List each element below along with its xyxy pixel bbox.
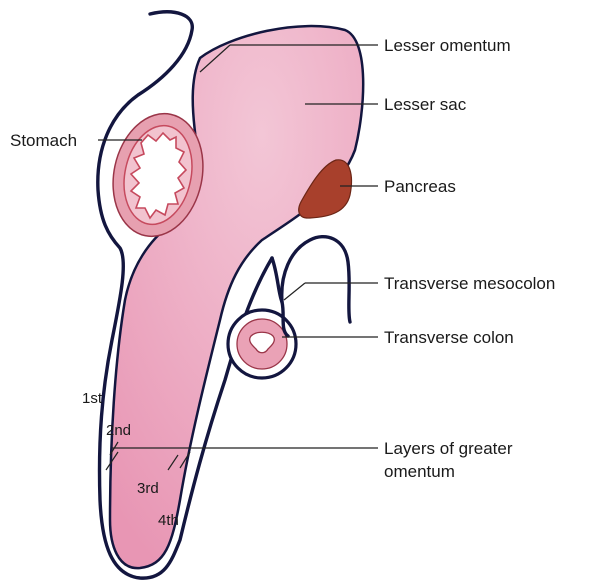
leader-mesocolon-diag [284, 283, 305, 300]
peritoneum-posterior-line [282, 237, 350, 322]
layer-label-4: 4th [158, 512, 179, 529]
label-lesser-sac: Lesser sac [384, 95, 467, 114]
layer-label-3: 3rd [137, 480, 159, 497]
label-lesser-omentum: Lesser omentum [384, 36, 511, 55]
label-greater-omentum-line1: Layers of greater [384, 439, 513, 458]
label-transverse-colon: Transverse colon [384, 328, 514, 347]
label-stomach: Stomach [10, 131, 77, 150]
layer-label-1: 1st [82, 390, 103, 407]
label-greater-omentum-line2: omentum [384, 462, 455, 481]
layer-label-2: 2nd [106, 422, 131, 439]
label-transverse-mesocolon: Transverse mesocolon [384, 274, 555, 293]
label-pancreas: Pancreas [384, 177, 456, 196]
